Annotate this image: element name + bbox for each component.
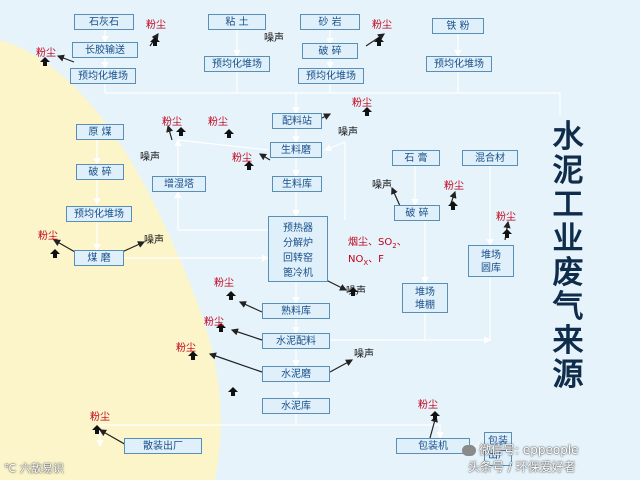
box-raw-meal-silo: 生料库 bbox=[272, 176, 322, 192]
dust-label-bulk: 粉尘 bbox=[90, 412, 110, 423]
box-crush-coal: 破 碎 bbox=[76, 164, 124, 180]
packed-line1: 包装 bbox=[488, 436, 508, 447]
kiln-grate-cooler: 篦冷机 bbox=[283, 268, 313, 279]
kiln-calciner: 分解炉 bbox=[283, 238, 313, 249]
dust-label-sandstone: 粉尘 bbox=[372, 20, 392, 31]
box-prehomo-limestone: 预均化堆场 bbox=[70, 68, 136, 84]
box-humidifier-tower: 增湿塔 bbox=[152, 176, 206, 192]
noise-label-crush-sandstone: 噪声 bbox=[264, 33, 284, 44]
wechat-icon bbox=[462, 445, 476, 456]
box-prehomo-iron: 预均化堆场 bbox=[426, 56, 492, 72]
box-clinker-silo: 熟料库 bbox=[262, 303, 330, 319]
dust-label-batching: 粉尘 bbox=[352, 98, 372, 109]
title-char-2: 泥 bbox=[552, 153, 584, 189]
dust-label-gypsum: 粉尘 bbox=[444, 181, 464, 192]
stock-shed-line2: 堆棚 bbox=[415, 300, 435, 311]
box-mixed-material: 混合材 bbox=[462, 150, 518, 166]
box-crush-sandstone: 破 碎 bbox=[302, 43, 358, 59]
packed-line2: 出厂 bbox=[488, 450, 508, 461]
dust-label-packing: 粉尘 bbox=[418, 400, 438, 411]
emission-part2: 、NO bbox=[348, 237, 407, 265]
stock-shed-line1: 堆场 bbox=[415, 287, 435, 298]
dust-label-limestone: 粉尘 bbox=[146, 20, 166, 31]
dust-label-humidifier: 粉尘 bbox=[162, 117, 182, 128]
dust-label-mixed: 粉尘 bbox=[496, 212, 516, 223]
box-sandstone: 砂 岩 bbox=[300, 14, 360, 30]
title-char-5: 废 bbox=[552, 255, 584, 291]
box-stock-silo: 堆场 圆库 bbox=[468, 245, 514, 277]
box-prehomo-coal: 预均化堆场 bbox=[66, 206, 132, 222]
kiln-preheater: 预热器 bbox=[283, 223, 313, 234]
box-packed-dispatch: 包装 出厂 bbox=[484, 432, 512, 466]
box-bulk-dispatch: 散装出厂 bbox=[124, 438, 202, 454]
kiln-emissions-label: 烟尘、SO2、NOX、F bbox=[348, 236, 420, 270]
noise-label-humidifier: 噪声 bbox=[140, 152, 160, 163]
title-char-7: 来 bbox=[552, 323, 584, 359]
box-raw-mill: 生料磨 bbox=[270, 142, 322, 158]
emission-sub-nox: X bbox=[363, 259, 369, 267]
stock-silo-line2: 圆库 bbox=[481, 263, 501, 274]
watermark-toutiao: 头条号 / 环保爱好者 bbox=[468, 460, 576, 474]
box-prehomo-clay: 预均化堆场 bbox=[204, 56, 270, 72]
box-limestone: 石灰石 bbox=[74, 14, 134, 30]
watermark-wechat-text: 微信号: eppeople bbox=[479, 443, 579, 457]
noise-label-crush-gypsum: 噪声 bbox=[372, 180, 392, 191]
title-char-1: 水 bbox=[552, 119, 584, 155]
box-crush-gypsum: 破 碎 bbox=[394, 205, 440, 221]
noise-label-raw-mill: 噪声 bbox=[338, 127, 358, 138]
dust-label-cement-mill: 粉尘 bbox=[176, 343, 196, 354]
box-stock-shed: 堆场 堆棚 bbox=[402, 283, 448, 313]
watermark-wechat: 微信号: eppeople bbox=[462, 441, 579, 458]
box-cement-mill: 水泥磨 bbox=[262, 366, 330, 382]
stock-silo-line1: 堆场 bbox=[481, 250, 501, 261]
box-gypsum: 石 膏 bbox=[392, 150, 440, 166]
box-prehomo-sandstone: 预均化堆场 bbox=[298, 68, 364, 84]
noise-label-kiln: 噪声 bbox=[346, 286, 366, 297]
watermark-left: ℃ 六敌易识 bbox=[4, 460, 64, 476]
noise-label-cement-mill: 噪声 bbox=[354, 349, 374, 360]
box-cement-batching: 水泥配料 bbox=[262, 333, 330, 349]
box-batching-station: 配料站 bbox=[272, 113, 322, 129]
emission-sub-so2: 2 bbox=[392, 242, 397, 250]
box-clay: 粘 土 bbox=[208, 14, 266, 30]
title-char-3: 工 bbox=[552, 187, 584, 223]
title-char-4: 业 bbox=[552, 221, 584, 257]
kiln-rotary: 回转窑 bbox=[283, 253, 313, 264]
watermark-left-text: 六敌易识 bbox=[19, 462, 64, 475]
dust-label-rawmill-top: 粉尘 bbox=[208, 117, 228, 128]
box-packing-machine: 包装机 bbox=[396, 438, 470, 454]
dust-label-raw-silo: 粉尘 bbox=[232, 153, 252, 164]
box-raw-coal: 原 煤 bbox=[76, 124, 124, 140]
box-belt-conveyor: 长胶输送 bbox=[72, 42, 138, 58]
dust-label-clinker: 粉尘 bbox=[214, 278, 234, 289]
noise-label-coal-mill: 噪声 bbox=[144, 235, 164, 246]
emission-part1: 烟尘、SO bbox=[348, 237, 393, 248]
box-kiln-system: 预热器 分解炉 回转窑 篦冷机 bbox=[268, 216, 328, 282]
dust-label-coal-mill: 粉尘 bbox=[38, 231, 58, 242]
dust-label-cement-batching: 粉尘 bbox=[204, 317, 224, 328]
title-char-8: 源 bbox=[552, 357, 584, 393]
box-cement-silo: 水泥库 bbox=[262, 398, 330, 414]
watermark-left-logo-icon: ℃ bbox=[4, 462, 17, 475]
emission-part3: 、F bbox=[368, 254, 384, 265]
dust-label-belt: 粉尘 bbox=[36, 48, 56, 59]
box-coal-mill: 煤 磨 bbox=[74, 250, 124, 266]
title-char-6: 气 bbox=[552, 289, 584, 325]
dust-markers bbox=[40, 37, 512, 434]
box-iron-powder: 铁 粉 bbox=[432, 18, 484, 34]
